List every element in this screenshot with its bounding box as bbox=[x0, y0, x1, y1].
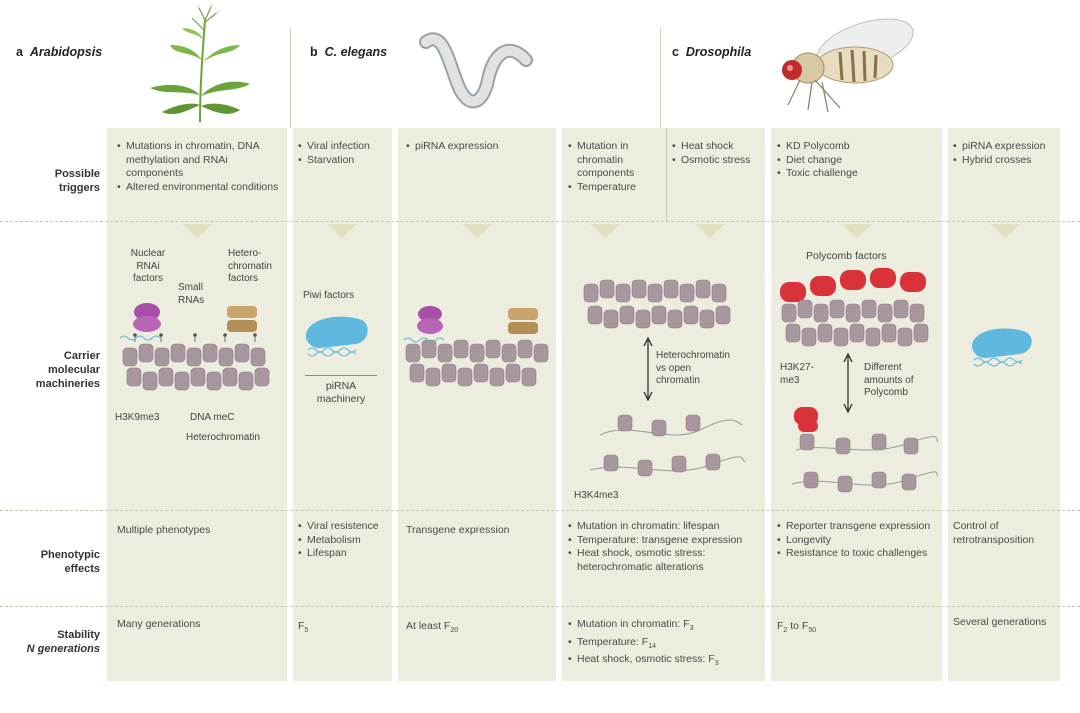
drosophila-chromatin-illustration bbox=[583, 279, 746, 477]
arabidopsis-chromatin-illustration bbox=[119, 303, 270, 391]
stability-drosophila-3: F2 to F50 bbox=[777, 620, 817, 635]
pirna-machinery-divider bbox=[305, 375, 377, 376]
triggers-celegans-2: piRNA expression bbox=[406, 140, 551, 154]
label-heterochromatin: Heterochromatin bbox=[186, 432, 260, 443]
label-h3k27me3: H3K27-me3 bbox=[780, 362, 814, 386]
triggers-drosophila-3: KD PolycombDiet changeToxic challenge bbox=[777, 140, 937, 181]
phenotypic-celegans-1: Viral resistenceMetabolismLifespan bbox=[298, 520, 390, 561]
triggers-drosophila-2: Heat shockOsmotic stress bbox=[672, 140, 762, 167]
label-h3k9me3: H3K9me3 bbox=[115, 412, 160, 423]
stability-arabidopsis: Many generations bbox=[117, 618, 201, 630]
stability-drosophila-1: Mutation in chromatin: F3 Temperature: F… bbox=[568, 618, 763, 671]
column-drosophila-4 bbox=[948, 128, 1060, 681]
header-drosophila: c Drosophila bbox=[672, 45, 752, 59]
polycomb-chromatin-illustration bbox=[780, 268, 939, 493]
phenotypic-drosophila-4: Control of retrotransposition bbox=[953, 520, 1035, 546]
phenotypic-arabidopsis: Multiple phenotypes bbox=[117, 524, 211, 536]
flow-arrow bbox=[327, 224, 357, 238]
flow-arrow bbox=[990, 224, 1020, 238]
row-divider bbox=[0, 606, 1080, 607]
label-dna-mec: DNA meC bbox=[190, 412, 235, 423]
triggers-arabidopsis: Mutations in chromatin, DNA methylation … bbox=[117, 140, 282, 194]
triggers-drosophila-4: piRNA expressionHybrid crosses bbox=[953, 140, 1055, 167]
piwi-factor-illustration-drosophila bbox=[971, 328, 1032, 367]
label-h3k4me3: H3K4me3 bbox=[574, 490, 619, 501]
flow-arrow bbox=[462, 224, 492, 238]
stability-celegans-1: F5 bbox=[298, 620, 309, 635]
column-drosophila-1 bbox=[562, 128, 765, 681]
label-piwi-factors: Piwi factors bbox=[303, 290, 355, 301]
row-divider bbox=[0, 510, 1080, 511]
drosophila-fly-illustration bbox=[782, 18, 914, 113]
triggers-celegans-1: Viral infectionStarvation bbox=[298, 140, 390, 167]
header-divider bbox=[660, 28, 661, 128]
header-divider bbox=[290, 28, 291, 128]
row-divider bbox=[0, 221, 1080, 222]
celegans-chromatin-illustration bbox=[403, 306, 549, 387]
stability-celegans-2: At least F20 bbox=[406, 620, 459, 635]
header-celegans: b C. elegans bbox=[310, 45, 388, 59]
arabidopsis-plant-illustration bbox=[150, 3, 250, 123]
triggers-drosophila-1: Mutation in chromatin componentsTemperat… bbox=[568, 140, 662, 194]
phenotypic-celegans-2: Transgene expression bbox=[406, 524, 510, 536]
header-arabidopsis: a Arabidopsis bbox=[16, 45, 103, 59]
celegans-worm-illustration bbox=[419, 32, 533, 109]
column-drosophila-3 bbox=[771, 128, 942, 681]
phenotypic-drosophila-1: Mutation in chromatin: lifespanTemperatu… bbox=[568, 520, 763, 574]
flow-arrow bbox=[182, 224, 212, 238]
column-celegans-1 bbox=[293, 128, 392, 681]
label-polycomb-factors: Polycomb factors bbox=[806, 250, 887, 262]
flow-arrow bbox=[590, 224, 620, 238]
header-divider bbox=[666, 128, 667, 221]
column-celegans-2 bbox=[398, 128, 556, 681]
phenotypic-drosophila-3: Reporter transgene expressionLongevityRe… bbox=[777, 520, 937, 561]
flow-arrow bbox=[695, 224, 725, 238]
piwi-factor-illustration bbox=[305, 316, 368, 357]
stability-drosophila-4: Several generations bbox=[953, 616, 1047, 628]
column-arabidopsis bbox=[107, 128, 287, 681]
flow-arrow bbox=[842, 224, 872, 238]
